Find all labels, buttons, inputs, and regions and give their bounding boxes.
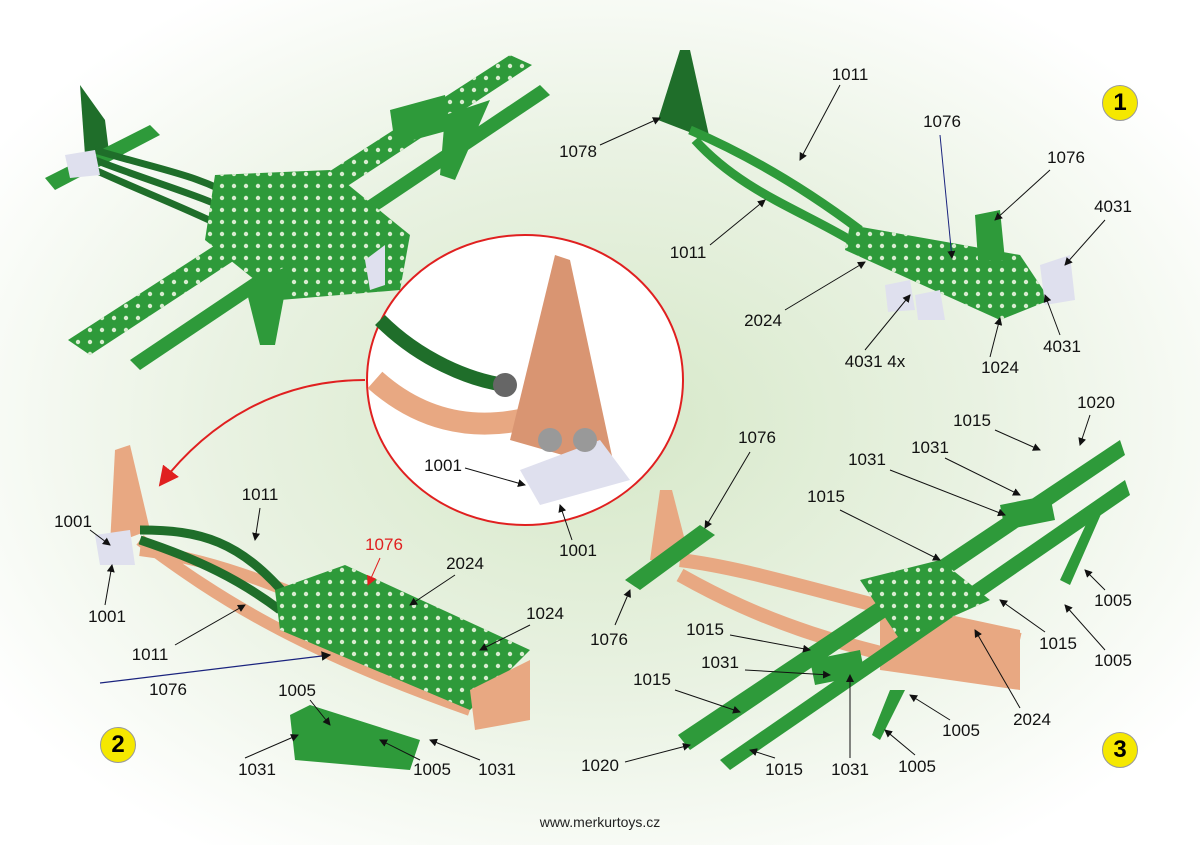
part-label: 1005 bbox=[413, 760, 451, 779]
part-label: 1031 bbox=[831, 760, 869, 779]
website-footer: www.merkurtoys.cz bbox=[539, 814, 661, 830]
step1-fuselage bbox=[658, 50, 1075, 320]
part-label: 1011 bbox=[669, 243, 707, 262]
part-label: 1076 bbox=[149, 680, 187, 699]
part-label: 1024 bbox=[981, 358, 1019, 377]
part-label: 2024 bbox=[744, 311, 782, 330]
part-label: 1015 bbox=[686, 620, 724, 639]
part-label: 1005 bbox=[278, 681, 316, 700]
part-label: 1031 bbox=[478, 760, 516, 779]
leader-lines bbox=[89, 84, 1106, 763]
step-3-badge: 3 bbox=[1102, 732, 1138, 768]
step-1-badge: 1 bbox=[1102, 85, 1138, 121]
part-label: 1076 bbox=[1047, 148, 1085, 167]
part-label: 1001 bbox=[54, 512, 92, 531]
step-2-badge: 2 bbox=[100, 727, 136, 763]
part-label: 4031 bbox=[1043, 337, 1081, 356]
part-label: 1020 bbox=[581, 756, 619, 775]
part-label: 1005 bbox=[1094, 651, 1132, 670]
part-label: 1031 bbox=[848, 450, 886, 469]
part-label: 1015 bbox=[765, 760, 803, 779]
part-label: 1076 bbox=[923, 112, 961, 131]
part-label: 1076 bbox=[738, 428, 776, 447]
part-label: 1011 bbox=[241, 485, 279, 504]
part-label: 1005 bbox=[898, 757, 936, 776]
part-label: 1031 bbox=[911, 438, 949, 457]
part-label: 1076 bbox=[590, 630, 628, 649]
part-label: 1011 bbox=[831, 65, 869, 84]
part-label: 2024 bbox=[446, 554, 484, 573]
part-label: 1031 bbox=[238, 760, 276, 779]
part-label: 1020 bbox=[1077, 393, 1115, 412]
part-label: 1011 bbox=[131, 645, 169, 664]
part-label: 1001 bbox=[424, 456, 462, 475]
part-label: 1024 bbox=[526, 604, 564, 623]
part-label: 1015 bbox=[633, 670, 671, 689]
part-label: 1001 bbox=[88, 607, 126, 626]
detail-inset bbox=[158, 234, 684, 526]
part-label: 4031 bbox=[1094, 197, 1132, 216]
part-label: 1015 bbox=[807, 487, 845, 506]
part-label: 1005 bbox=[942, 721, 980, 740]
part-label: 1015 bbox=[953, 411, 991, 430]
part-label: 1015 bbox=[1039, 634, 1077, 653]
part-label: 1078 bbox=[559, 142, 597, 161]
part-label-highlighted: 1076 bbox=[365, 535, 403, 554]
part-label: 1005 bbox=[1094, 591, 1132, 610]
step2-fuselage bbox=[95, 445, 530, 770]
completed-plane bbox=[45, 55, 550, 370]
part-label: 4031 4x bbox=[844, 352, 906, 371]
part-label: 2024 bbox=[1013, 710, 1051, 729]
part-label: 1031 bbox=[701, 653, 739, 672]
step3-wings bbox=[625, 440, 1130, 770]
part-label: 1001 bbox=[559, 541, 597, 560]
